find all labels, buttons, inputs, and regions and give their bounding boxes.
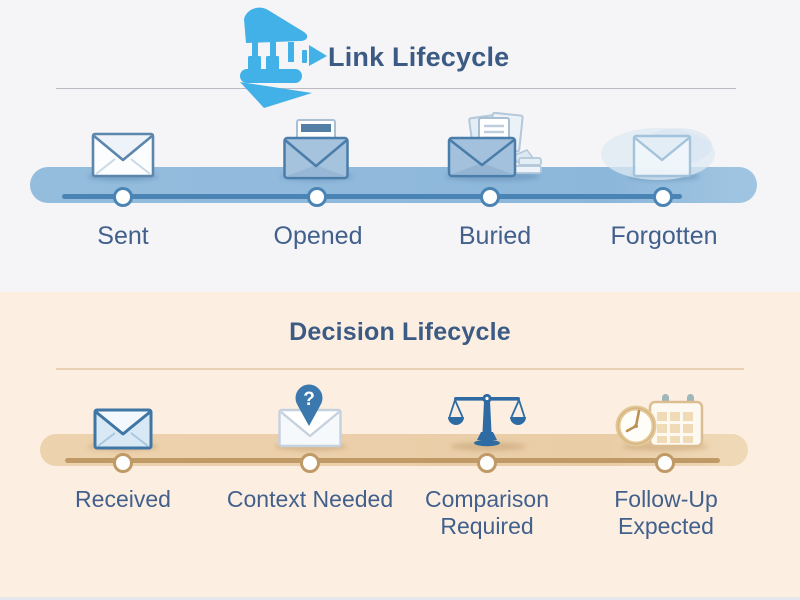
footer-strip [0, 597, 800, 600]
stage-label-buried: Buried [458, 222, 532, 250]
stage-label-follow-up-expected: Follow-Up Expected [614, 486, 718, 539]
timeline-node-comparison-required [477, 453, 497, 473]
question-pin-envelope-icon: ? [278, 384, 342, 448]
opened-envelope-letter-icon [283, 118, 349, 180]
buried-envelope-papers-icon [443, 111, 543, 180]
received-envelope-icon [93, 408, 153, 450]
stage-label-sent: Sent [97, 222, 149, 250]
timeline-node-received [113, 453, 133, 473]
question-mark-glyph: ? [303, 389, 315, 410]
play-building-logo-icon [228, 4, 328, 110]
sealed-envelope-icon [91, 132, 155, 178]
timeline-node-context-needed [300, 453, 320, 473]
stage-label-context-needed: Context Needed [226, 486, 394, 512]
top-divider [56, 88, 736, 89]
decision-lifecycle-panel: Decision Lifecycle [0, 292, 800, 600]
link-lifecycle-panel: Link Lifecycle [0, 0, 800, 292]
stage-label-opened: Opened [273, 222, 363, 250]
bottom-divider [56, 368, 744, 370]
timeline-node-sent [113, 187, 133, 207]
timeline-node-follow-up-expected [655, 453, 675, 473]
balance-scale-icon [448, 390, 526, 448]
link-lifecycle-title: Link Lifecycle [328, 42, 510, 72]
clock-calendar-icon [612, 392, 704, 448]
stage-label-received: Received [75, 486, 171, 512]
timeline-node-opened [307, 187, 327, 207]
faded-envelope-icon [600, 124, 718, 182]
decision-timeline-track [65, 458, 720, 463]
stage-label-forgotten: Forgotten [610, 222, 718, 250]
timeline-node-buried [480, 187, 500, 207]
timeline-node-forgotten [653, 187, 673, 207]
icon-shadow [450, 442, 526, 451]
link-timeline-track [62, 194, 682, 199]
stage-label-comparison-required: Comparison Required [425, 486, 549, 539]
decision-lifecycle-title: Decision Lifecycle [289, 318, 511, 346]
